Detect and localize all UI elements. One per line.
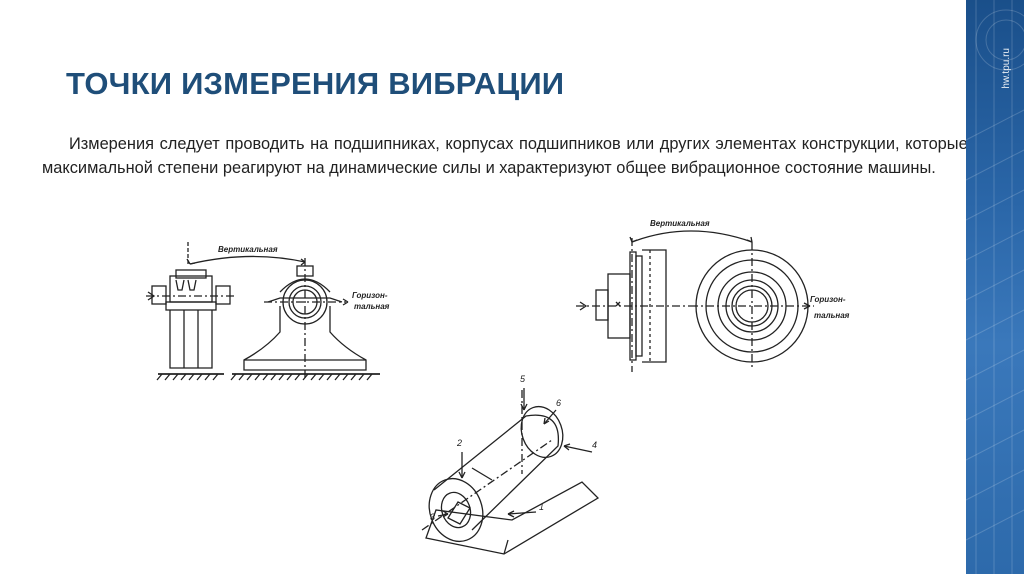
side-decorative-band: hw.tpu.ru	[966, 0, 1024, 574]
left-vertical-label: Вертикальная	[218, 245, 278, 254]
point-6-label: 6	[556, 398, 561, 408]
motor-measurement-points-diagram: 1 2 3 4 5 6	[421, 374, 600, 555]
slide-title: ТОЧКИ ИЗМЕРЕНИЯ ВИБРАЦИИ	[66, 66, 565, 101]
point-3-label: 3	[430, 512, 435, 522]
slide-body-text: Измерения следует проводить на подшипник…	[42, 132, 982, 180]
right-horizontal-label-2: тальная	[814, 311, 850, 320]
bearing-housing-diagram: Вертикальная Горизон- тальная	[146, 242, 390, 381]
left-horizontal-label-1: Горизон-	[352, 291, 388, 300]
band-pattern	[966, 0, 1024, 574]
left-horizontal-label-2: тальная	[354, 302, 390, 311]
point-4-label: 4	[592, 440, 597, 450]
body-paragraph: Измерения следует проводить на подшипник…	[42, 135, 982, 177]
bearing-flange-diagram: Вертикальная Горизон- тальная	[576, 219, 850, 372]
site-url-label: hw.tpu.ru	[1001, 48, 1012, 89]
right-horizontal-label-1: Горизон-	[810, 295, 846, 304]
point-5-label: 5	[520, 374, 526, 384]
right-vertical-label: Вертикальная	[650, 219, 710, 228]
point-1-label: 1	[539, 502, 544, 512]
point-2-label: 2	[456, 438, 462, 448]
